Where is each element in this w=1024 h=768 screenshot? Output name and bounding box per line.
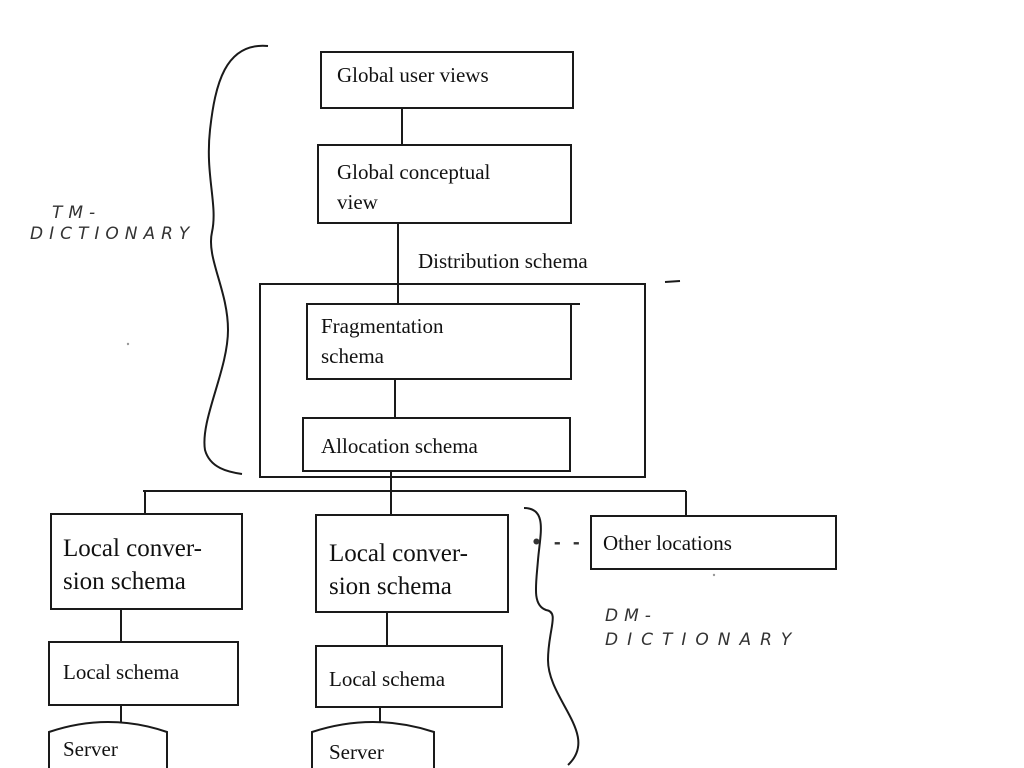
- allocation-schema-box: [302, 417, 571, 472]
- local-schema-2-box: [315, 645, 503, 708]
- local-conversion-schema-2-label-line-1: Local conver-: [329, 540, 469, 567]
- tm-dictionary-brace: [203, 44, 269, 475]
- scan-dot: [126, 342, 130, 346]
- global-user-views-box: [320, 51, 574, 109]
- local-conversion-schema-2-label-line-2: sion schema: [329, 573, 452, 600]
- other-locations-box: [590, 515, 837, 570]
- fragmentation-schema-label-line-2: schema: [321, 344, 384, 368]
- scan-dot: [712, 573, 716, 577]
- allocation-schema-label: Allocation schema: [321, 434, 478, 458]
- global-conceptual-view-label-line-1: Global conceptual: [337, 160, 491, 184]
- server-1-label: Server: [63, 737, 118, 761]
- fragmentation-schema-box: [306, 303, 572, 380]
- local-schema-1-box: [48, 641, 239, 706]
- global-user-views-label: Global user views: [337, 63, 489, 87]
- global-conceptual-view-label-line-2: view: [337, 190, 378, 214]
- server-1-shape: [48, 721, 168, 768]
- local-conversion-schema-2-box: [315, 514, 509, 613]
- tm-dictionary-annotation-line-1: TM-: [52, 203, 102, 223]
- distribution-box-tick: [664, 280, 681, 283]
- local-conversion-schema-1-label-line-2: sion schema: [63, 568, 186, 595]
- tm-dictionary-annotation-line-2: DICTIONARY: [30, 224, 196, 244]
- other-locations-label: Other locations: [603, 531, 732, 555]
- server-2-label: Server: [329, 740, 384, 764]
- local-schema-2-label: Local schema: [329, 667, 446, 691]
- distribution-schema-label: Distribution schema: [418, 249, 588, 273]
- local-schema-1-label: Local schema: [63, 660, 180, 684]
- dm-dictionary-annotation-line-1: DM-: [605, 606, 657, 626]
- fragmentation-schema-label-line-1: Fragmentation: [321, 314, 444, 338]
- server-2-shape: [311, 721, 435, 768]
- global-conceptual-view-box: [317, 144, 572, 224]
- local-conversion-schema-1-box: [50, 513, 243, 610]
- distribution-schema-box: [259, 283, 646, 478]
- ellipsis-connector: • - -: [531, 533, 583, 553]
- local-conversion-schema-1-label-line-1: Local conver-: [63, 535, 203, 562]
- dm-dictionary-annotation-line-2: DICTIONARY: [605, 630, 801, 650]
- dm-dictionary-brace: [523, 507, 580, 766]
